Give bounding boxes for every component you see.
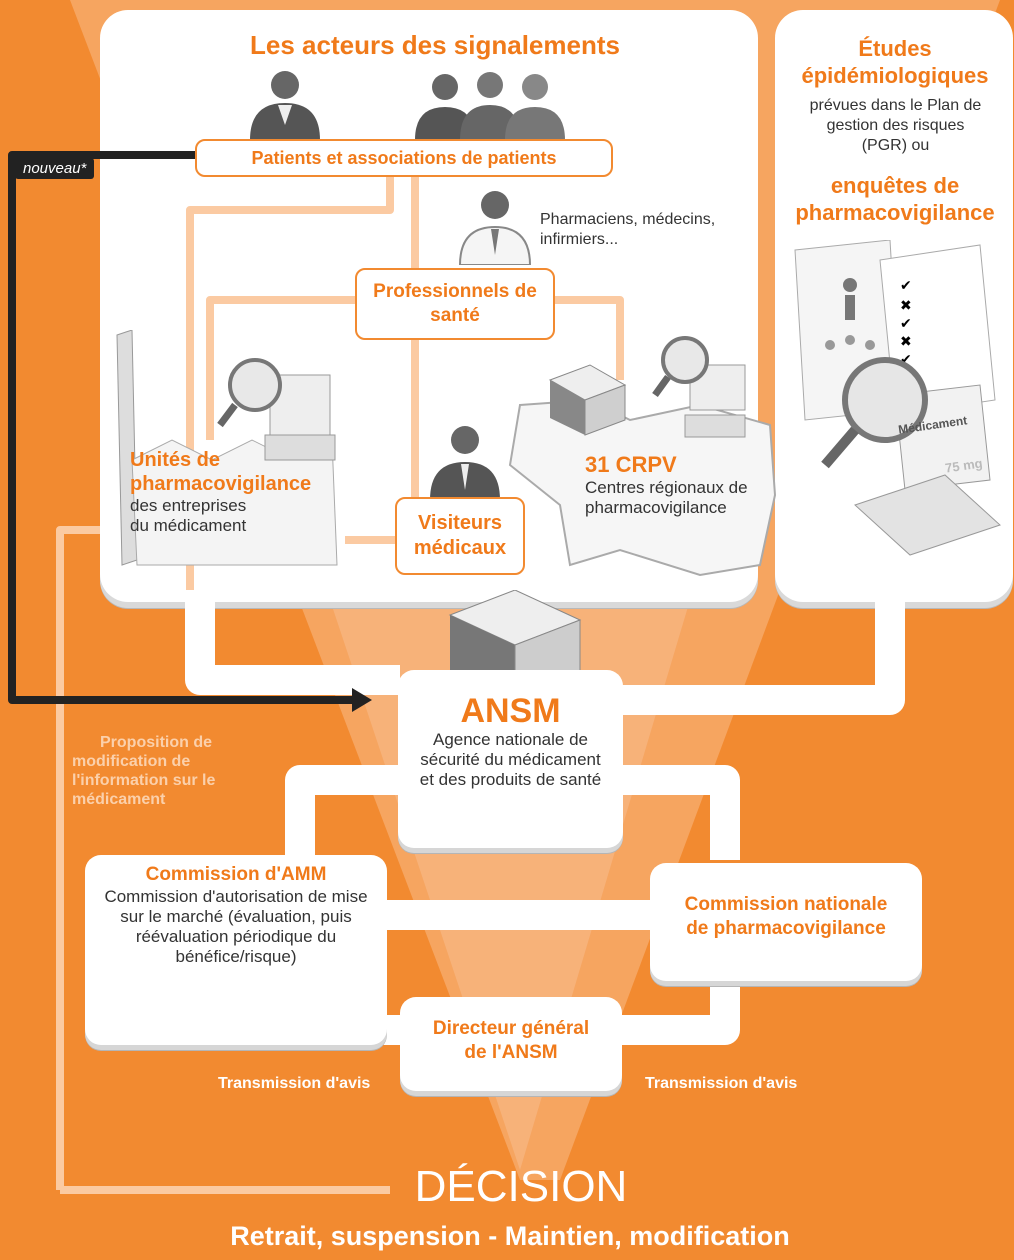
unites-block: Unités de pharmacovigilance des entrepri… [130, 448, 350, 536]
nouveau-label: nouveau* [23, 160, 87, 177]
commission-amm-subtitle: Commission d'autorisation de mise sur le… [104, 887, 368, 966]
crpv-title: 31 CRPV [585, 452, 677, 477]
visitor-person-icon [430, 426, 500, 500]
svg-text:✔: ✔ [900, 278, 912, 294]
flow-proposition [56, 526, 100, 1190]
medicine-magnifier-icon [217, 358, 336, 461]
decision-title: DÉCISION [414, 1162, 628, 1211]
nouveau-arrow [8, 151, 355, 704]
crpv-block: 31 CRPV Centres régionaux de pharmacovig… [585, 452, 770, 518]
flow-ansm-to-cnpv [620, 765, 740, 860]
directeur-box: Directeur général de l'ANSM [400, 997, 622, 1091]
patient-person-icon [250, 71, 320, 140]
proposition-text: Proposition de modification de l'informa… [72, 734, 216, 808]
transmission-left: Transmission d'avis [218, 1075, 371, 1092]
study-magnifier-medicine-icon [821, 357, 1001, 556]
decision-subtitle: Retrait, suspension - Maintien, modifica… [230, 1221, 790, 1251]
svg-text:✔: ✔ [900, 352, 912, 368]
crpv-subtitle: Centres régionaux de pharmacovigilance [585, 478, 748, 517]
nouveau-tag: nouveau* [15, 158, 95, 179]
professionals-label: Professionnels de santé [373, 281, 537, 326]
studies-subtitle: enquêtes de pharmacovigilance [795, 173, 995, 225]
flow-ansm-to-amm [285, 765, 400, 860]
flow-main-to-ansm [185, 600, 400, 695]
flow-patients-to-center [186, 170, 394, 590]
unites-subtitle: des entreprises du médicament [130, 496, 247, 535]
ansm-subtitle: Agence nationale de sécurité du médicame… [419, 730, 602, 789]
patients-label: Patients et associations de patients [251, 148, 557, 168]
nouveau-arrowhead [352, 688, 372, 712]
patients-group-icon [415, 72, 565, 140]
studies-text: prévues dans le Plan de gestion des risq… [809, 97, 982, 154]
actors-title: Les acteurs des signalements [250, 30, 620, 60]
professional-person-icon [458, 191, 532, 265]
svg-text:✖: ✖ [900, 298, 912, 314]
commission-pv-box: Commission nationale de pharmacovigilanc… [650, 863, 922, 981]
unites-title: Unités de pharmacovigilance [130, 449, 312, 495]
visitors-label: Visiteurs médicaux [413, 512, 507, 559]
ansm-title: ANSM [460, 692, 561, 730]
transmission-right: Transmission d'avis [645, 1075, 798, 1092]
professionals-box: Professionnels de santé [355, 268, 555, 340]
directeur-title: Directeur général de l'ANSM [432, 1018, 590, 1063]
commission-amm-title: Commission d'AMM [145, 864, 327, 885]
patients-box: Patients et associations de patients [195, 139, 613, 177]
svg-text:✖: ✖ [900, 334, 912, 350]
france-map-illustration [508, 398, 777, 577]
commission-amm-box: Commission d'AMM Commission d'autorisati… [85, 855, 387, 1045]
crpv-magnifier-icon [652, 336, 746, 438]
svg-text:✔: ✔ [900, 316, 912, 332]
flow-side-to-ansm [620, 600, 905, 715]
studies-title: Études épidémiologiques [801, 36, 989, 88]
flow-pros-left [206, 296, 355, 440]
crpv-building-icon [548, 364, 627, 436]
commission-pv-title: Commission nationale de pharmacovigilanc… [684, 894, 888, 939]
flow-pros-right [555, 296, 624, 380]
ansm-box: ANSM Agence nationale de sécurité du méd… [398, 670, 623, 848]
pros-description: Pharmaciens, médecins, infirmiers... [540, 211, 716, 248]
visitors-box: Visiteurs médicaux [395, 497, 525, 575]
